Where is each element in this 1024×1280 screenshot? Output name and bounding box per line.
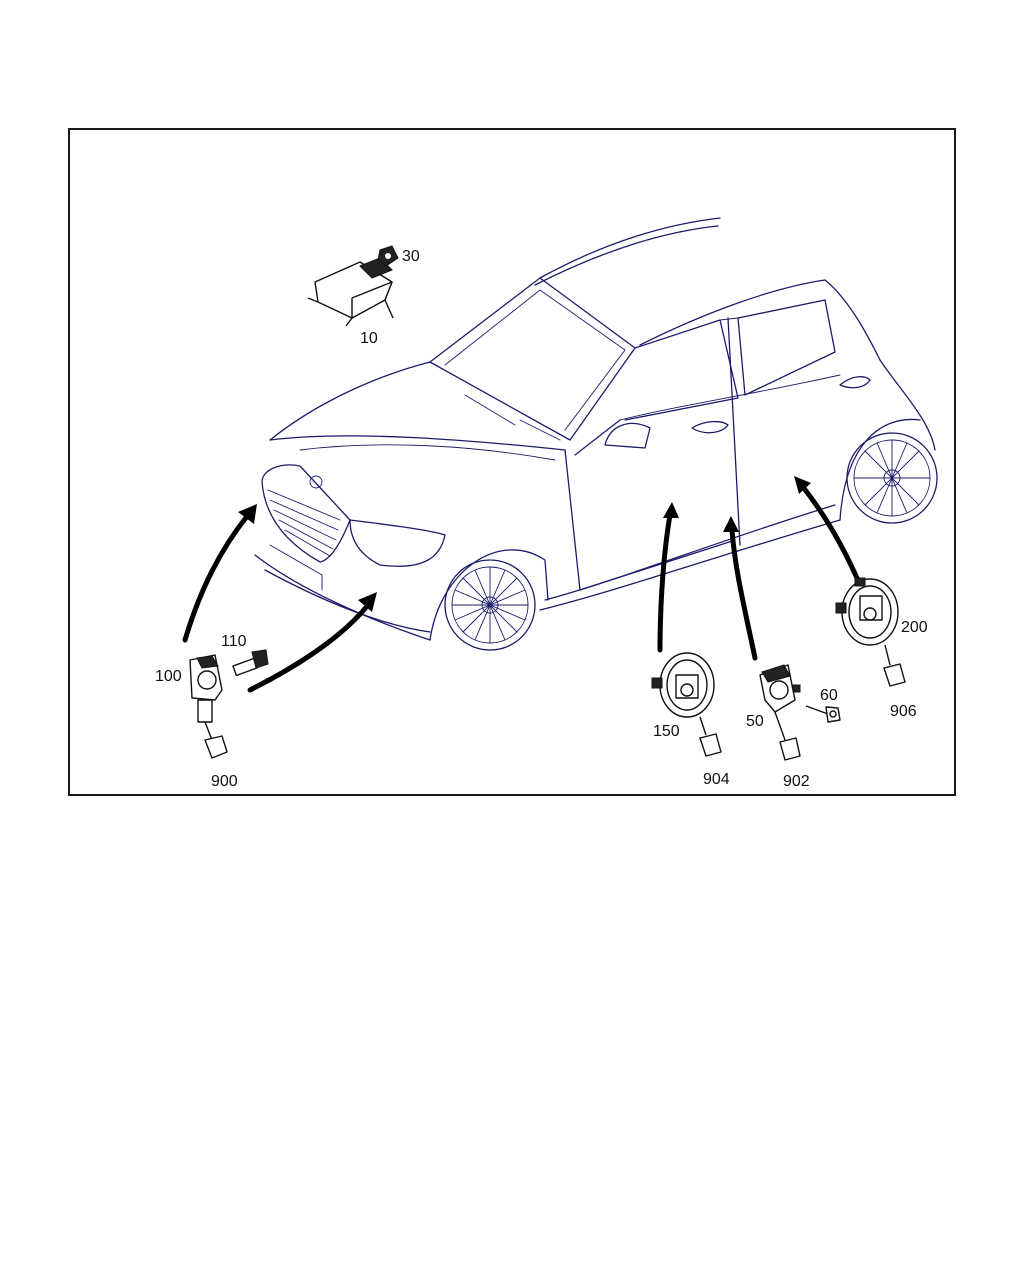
callout-110: 110 [221, 633, 247, 650]
callout-labels: 10 30 110 100 900 150 904 50 60 902 200 … [155, 248, 928, 790]
nut-part-30 [377, 245, 399, 267]
connector-part-902 [779, 737, 801, 761]
bolt-part-110 [232, 649, 269, 677]
pointer-arrows [182, 476, 863, 693]
callout-902: 902 [783, 773, 810, 790]
sensor-part-100 [189, 654, 223, 723]
connector-part-906 [883, 663, 906, 687]
callout-30: 30 [402, 248, 420, 265]
control-unit-part-10 [307, 257, 394, 327]
sensor-part-150 [651, 652, 715, 736]
callout-906: 906 [890, 703, 917, 720]
arrow-to-front-door [657, 512, 673, 653]
callout-904: 904 [703, 771, 730, 788]
connector-part-900 [204, 721, 228, 759]
callout-50: 50 [746, 713, 764, 730]
callout-10: 10 [360, 330, 378, 347]
sensor-part-50 [759, 664, 801, 741]
callout-60: 60 [820, 687, 838, 704]
sensor-part-200 [835, 577, 899, 666]
arrow-to-front-bumper [247, 602, 371, 693]
diagram-frame [68, 128, 956, 796]
callout-900: 900 [211, 773, 238, 790]
connector-part-904 [699, 733, 722, 757]
arrow-to-b-pillar [729, 527, 758, 661]
callout-200: 200 [901, 619, 928, 636]
vehicle-outline [254, 217, 938, 651]
bolt-part-60 [805, 705, 841, 723]
callout-150: 150 [653, 723, 680, 740]
arrow-to-rear-door [800, 484, 863, 588]
callout-100: 100 [155, 668, 182, 685]
arrow-to-front-left [182, 512, 251, 643]
